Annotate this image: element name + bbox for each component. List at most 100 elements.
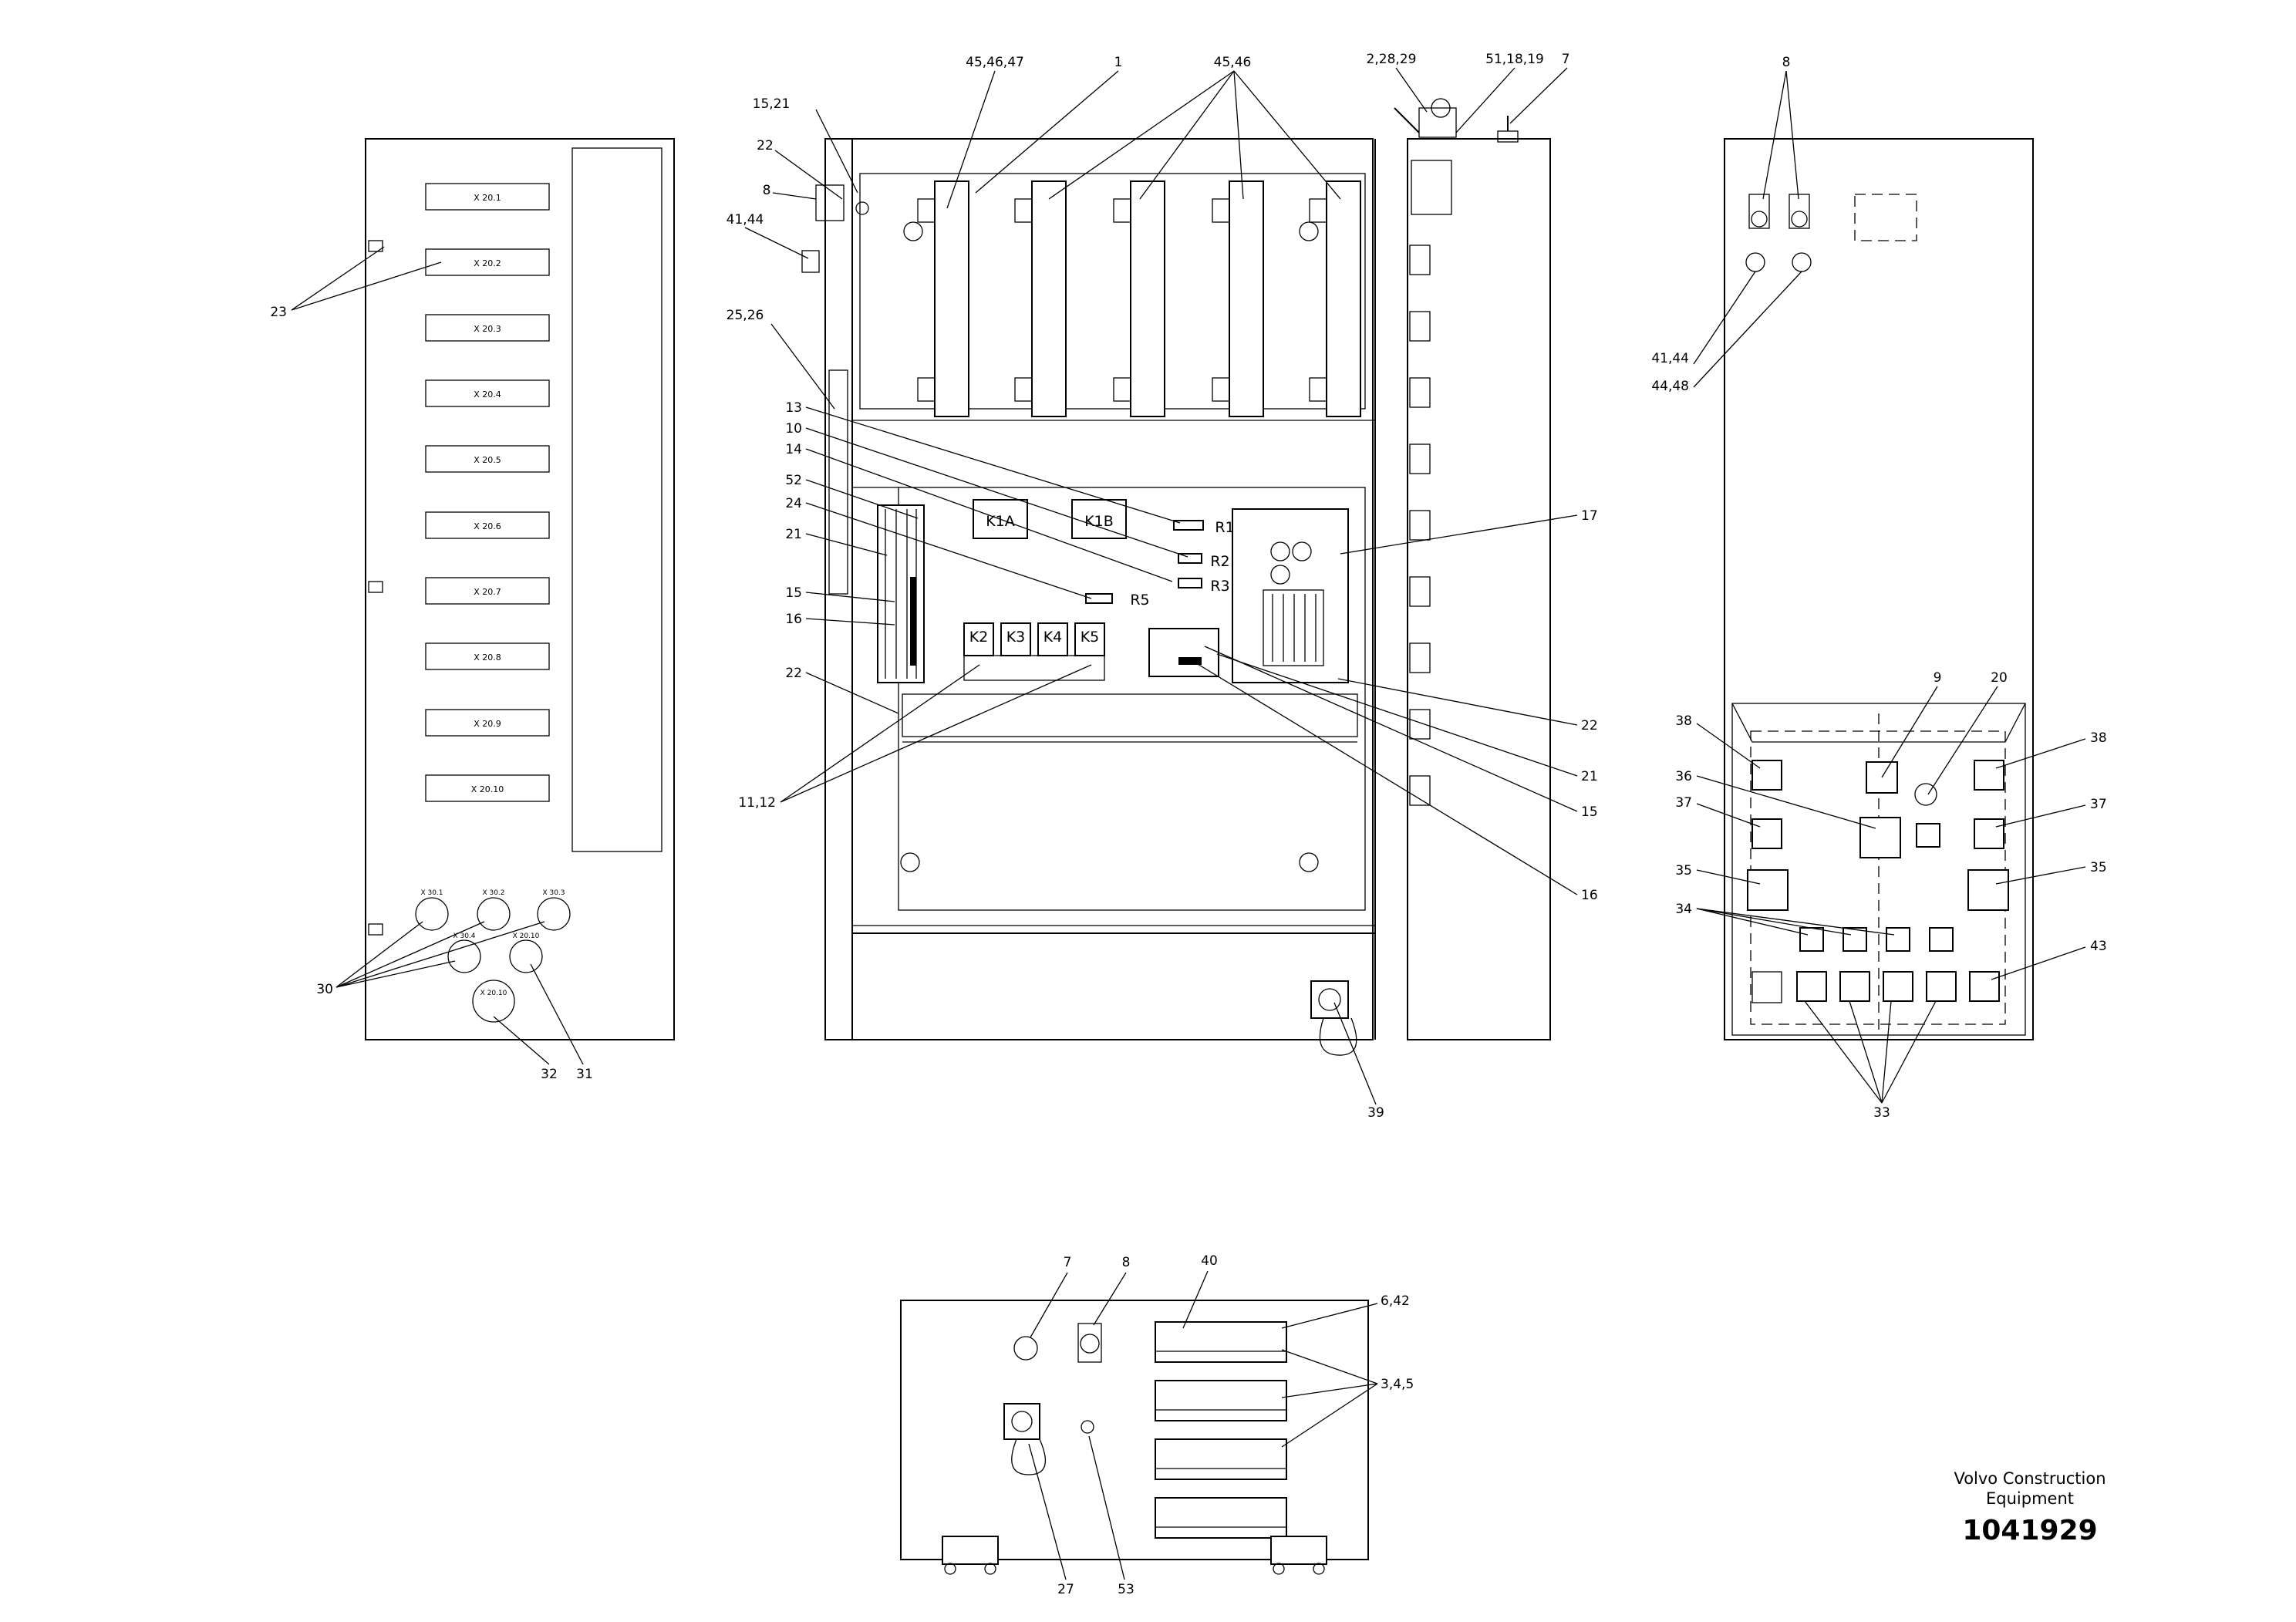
- component-label: R1: [1215, 519, 1234, 536]
- title-block: Volvo Construction Equipment 1041929: [1954, 1469, 2106, 1546]
- callout-label: 6,42: [1381, 1293, 1410, 1309]
- rack-module: [1130, 180, 1165, 417]
- top-fittings: [1394, 98, 1519, 143]
- callout-label: 9: [1934, 670, 1942, 686]
- right-door-top-fittings: [1745, 194, 1917, 272]
- component-label: K3: [1006, 629, 1026, 646]
- callout-label: 33: [1873, 1105, 1890, 1121]
- cable-channel: [828, 369, 848, 595]
- callout-label: 20: [1991, 670, 2008, 686]
- component-label: K5: [1081, 629, 1100, 646]
- callout-label: 17: [1581, 508, 1598, 524]
- callout-label: 3,4,5: [1381, 1377, 1414, 1392]
- slot-box: [425, 379, 550, 407]
- relay-box: [1071, 499, 1127, 539]
- resistor: [1085, 593, 1113, 604]
- company-name-line1: Volvo Construction: [1954, 1469, 2106, 1488]
- component-label: R2: [1210, 553, 1229, 570]
- callout-label: 41,44: [727, 212, 764, 228]
- socket: [509, 939, 543, 973]
- slot-box: [425, 183, 550, 211]
- resistor: [1178, 578, 1202, 588]
- callout-label: 16: [1581, 888, 1598, 903]
- callout-label: 30: [316, 982, 333, 997]
- small-relay: [1074, 622, 1105, 656]
- slot-label: X 20.6: [474, 521, 501, 531]
- callout-label: 15: [1581, 804, 1598, 820]
- callout-label: 27: [1057, 1582, 1074, 1597]
- part-number: 1041929: [1962, 1515, 2097, 1546]
- bottom-connector-39: [1310, 980, 1357, 1056]
- bottom-terminal-blocks: [1155, 1321, 1287, 1539]
- socket: [447, 939, 481, 973]
- small-relay: [1000, 622, 1031, 656]
- mounting-plate: [898, 487, 1366, 911]
- control-board-outline: [1232, 508, 1349, 683]
- callout-label: 37: [2090, 797, 2107, 812]
- callout-label: 43: [2090, 939, 2107, 954]
- cable-duct: [902, 693, 1358, 737]
- right-door-connectors: [1747, 760, 2009, 1003]
- left-door-hinges: [368, 240, 383, 936]
- component-label: K4: [1043, 629, 1063, 646]
- slot-box: [425, 774, 550, 802]
- slot-box: [425, 445, 550, 473]
- mount-nut: [900, 852, 920, 872]
- callout-label: 1: [1114, 55, 1123, 70]
- slot-box: [425, 511, 550, 539]
- cabinet-leaders: [744, 67, 1578, 1105]
- socket: [537, 897, 571, 931]
- fitting-7: [1013, 1336, 1038, 1361]
- slot-label: X 20.3: [474, 324, 501, 334]
- slot-label: X 20.1: [474, 193, 501, 203]
- slot-label: X 20.8: [474, 653, 501, 663]
- callout-label: 36: [1675, 769, 1692, 784]
- right-door-leaders: [1693, 70, 2086, 1104]
- slot-label: X 20.10: [471, 784, 504, 794]
- control-board: [1232, 508, 1349, 683]
- socket-label: X 20.10: [480, 990, 507, 997]
- left-door-view: X 20.1 X 20.2 X 20.3 X 20.4 X 20.5 X 20.…: [270, 138, 675, 1082]
- callout-label: 15: [785, 585, 802, 601]
- callout-label: 41,44: [1651, 351, 1689, 366]
- callout-label: 22: [785, 666, 802, 681]
- slot-box: [425, 314, 550, 342]
- callout-label: 44,48: [1651, 379, 1689, 394]
- company-name-line2: Equipment: [1986, 1489, 2074, 1508]
- callout-label: 52: [785, 473, 802, 488]
- component-label: R3: [1210, 578, 1229, 595]
- callout-label: 2,28,29: [1367, 52, 1417, 67]
- callout-label: 8: [763, 183, 771, 198]
- callout-label: 7: [1562, 52, 1570, 67]
- callout-label: 51,18,19: [1485, 52, 1544, 67]
- rack-modules: [917, 180, 1361, 417]
- callout-label: 11,12: [738, 795, 776, 811]
- callout-label: 22: [757, 138, 774, 153]
- callout-label: 40: [1201, 1253, 1218, 1269]
- callout-label: 53: [1118, 1582, 1135, 1597]
- callout-label: 45,46,47: [966, 55, 1024, 70]
- small-relay: [1037, 622, 1068, 656]
- callout-label: 14: [785, 442, 802, 457]
- left-door-inner-panel: [571, 147, 663, 852]
- slot-label-list: X 20.1 X 20.2 X 20.3 X 20.4 X 20.5 X 20.…: [425, 183, 550, 802]
- slot-label: X 20.9: [474, 719, 501, 729]
- callout-label: 37: [1675, 795, 1692, 811]
- terminal-marker-bar: [910, 577, 916, 666]
- left-wall-fittings: [801, 184, 869, 595]
- callout-label: 10: [785, 421, 802, 437]
- connector-panel: [1731, 703, 2026, 1036]
- slot-box: [425, 248, 550, 276]
- socket: [415, 897, 449, 931]
- right-door-outline: [1724, 138, 2034, 1040]
- connector-27: [1003, 1403, 1040, 1440]
- fitting-53: [1081, 1420, 1094, 1434]
- socket-label: X 30.1: [420, 889, 443, 897]
- bottom-plate-view: 7 8 40 6,42 3,4,5 27 53: [900, 1253, 1414, 1597]
- bottom-plate-leaders: [1028, 1270, 1378, 1580]
- resistor: [1173, 520, 1204, 531]
- slot-label: X 20.5: [474, 455, 501, 465]
- slot-box: [425, 709, 550, 737]
- callout-label: 22: [1581, 718, 1598, 733]
- mount-nut: [903, 221, 923, 241]
